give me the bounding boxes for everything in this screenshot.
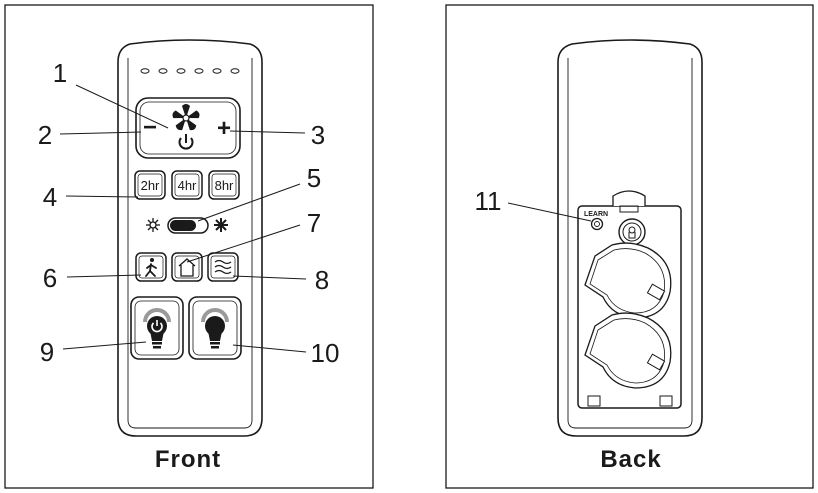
fan-plus-label: +: [217, 115, 231, 142]
timer-8hr-button[interactable]: 8hr: [208, 170, 240, 200]
learn-button[interactable]: [590, 217, 604, 231]
bulb-power-icon: [143, 308, 171, 349]
season-toggle-switch[interactable]: [167, 217, 209, 234]
back-caption: Back: [600, 446, 661, 473]
timer-2hr-button[interactable]: 2hr: [134, 170, 166, 200]
battery-slot-1: [584, 242, 672, 319]
latch-tab[interactable]: [612, 190, 646, 206]
person-icon: [145, 258, 157, 277]
fan-speed-button[interactable]: − +: [135, 97, 241, 159]
callout-4: 4: [43, 182, 57, 212]
remote-inner-edge: [127, 58, 253, 429]
battery-slot-2: [584, 312, 672, 389]
callout-10: 10: [311, 338, 340, 368]
light-dimmer-button[interactable]: [188, 296, 242, 360]
callout-6-7: 7: [307, 208, 321, 238]
breeze-mode-button[interactable]: [207, 252, 239, 282]
callout-1: 1: [53, 58, 67, 88]
callout-6: 6: [43, 263, 57, 293]
callout-8: 8: [315, 265, 329, 295]
remote-back-inner-edge: [567, 58, 693, 429]
indicator-leds: [140, 68, 240, 74]
light-power-button[interactable]: [130, 296, 184, 360]
sun-icon: [146, 218, 160, 232]
back-remote: LEARN: [557, 39, 703, 437]
timer-8hr-label: 8hr: [215, 178, 234, 193]
front-caption: Front: [155, 446, 221, 473]
breeze-icon: [214, 259, 232, 275]
callout-9: 9: [40, 337, 54, 367]
callout-5: 5: [307, 163, 321, 193]
fan-icon: [172, 104, 200, 131]
screw: [618, 218, 646, 246]
callout-11: 11: [475, 186, 502, 216]
fan-minus-label: −: [143, 114, 157, 141]
home-mode-button[interactable]: [171, 252, 203, 282]
home-icon: [178, 258, 196, 277]
power-icon: [178, 134, 194, 150]
timer-4hr-label: 4hr: [178, 178, 197, 193]
walk-mode-button[interactable]: [135, 252, 167, 282]
timer-4hr-button[interactable]: 4hr: [171, 170, 203, 200]
bulb-icon: [201, 308, 229, 349]
callout-leaders-front: [59, 84, 307, 353]
callout-3: 3: [311, 120, 325, 150]
snowflake-icon: [214, 218, 228, 232]
front-remote: − + 2hr 4hr: [117, 39, 263, 437]
front-panel-frame: [4, 4, 374, 489]
timer-2hr-label: 2hr: [141, 178, 160, 193]
learn-label: LEARN: [584, 211, 608, 218]
callout-leader-11: [507, 202, 592, 222]
back-panel-frame: [445, 4, 814, 489]
battery-compartment: LEARN: [577, 190, 682, 409]
callout-2: 2: [38, 120, 52, 150]
